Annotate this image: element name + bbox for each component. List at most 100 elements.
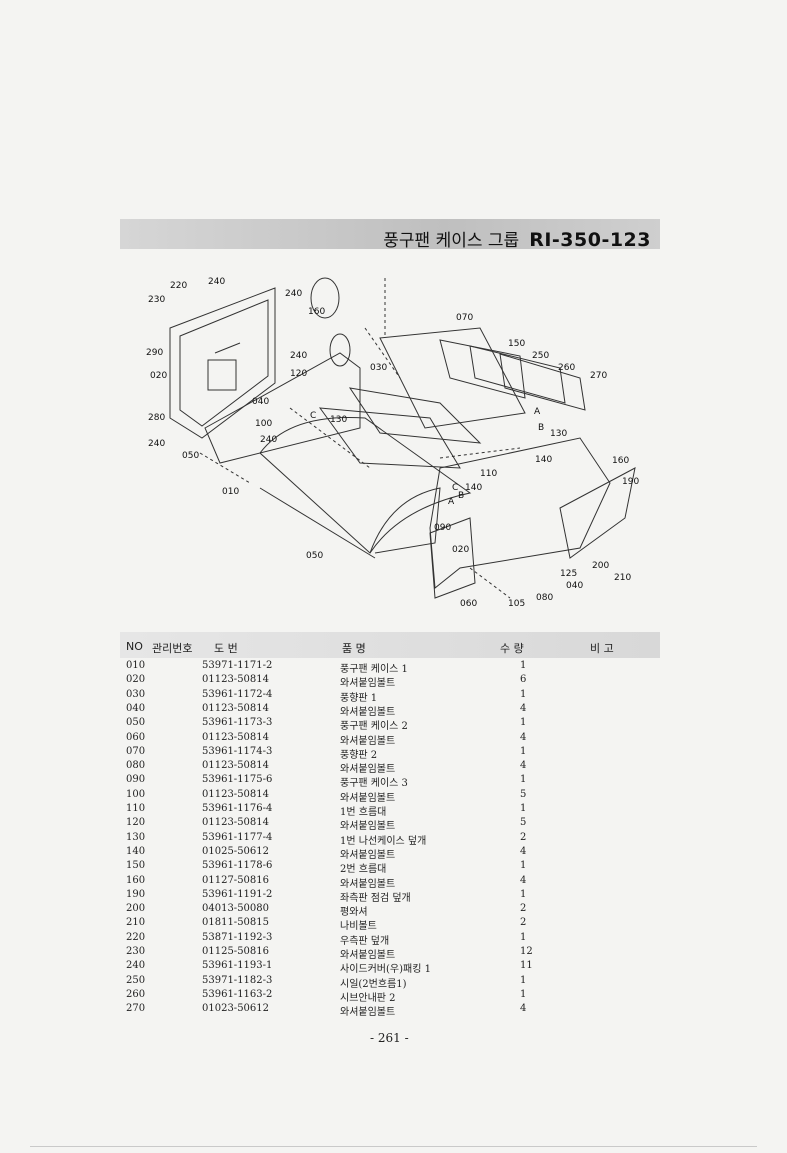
- cell-no: 190: [126, 888, 146, 900]
- cell-qty: 12: [520, 946, 533, 957]
- cell-name: 와셔붙임볼트: [340, 706, 396, 718]
- cell-qty: 1: [520, 888, 527, 900]
- cell-no: 150: [126, 860, 146, 872]
- side-cover-panel: [169, 287, 276, 439]
- callout-label: 210: [614, 573, 631, 583]
- table-row: 060 01123-50814 와셔붙임볼트 4: [0, 731, 787, 747]
- pulley-ring: [310, 277, 340, 319]
- callout-label: C: [310, 411, 316, 421]
- cell-name: 와셔붙임볼트: [340, 821, 396, 833]
- cell-no: 020: [126, 674, 146, 686]
- cell-no: 070: [126, 745, 146, 757]
- spiral-cover: [348, 387, 482, 444]
- group-title: 풍구팬 케이스 그룹: [383, 231, 520, 251]
- cell-name: 풍구팬 케이스 2: [340, 721, 408, 733]
- cell-qty: 6: [520, 674, 527, 686]
- callout-label: 110: [480, 469, 497, 479]
- cell-name: 나비볼트: [340, 921, 377, 933]
- left-inspection-cover: [559, 467, 636, 559]
- callout-label: 240: [148, 439, 165, 449]
- header-no: NO: [126, 640, 143, 653]
- cell-no: 060: [126, 731, 146, 743]
- cell-drawing: 53961-1193-1: [202, 960, 273, 972]
- cell-no: 010: [126, 660, 146, 671]
- cell-no: 220: [126, 931, 146, 943]
- header-bar: [120, 219, 660, 249]
- cell-drawing: 01811-50815: [202, 917, 270, 929]
- callout-label: 240: [208, 277, 225, 287]
- side-cover-gasket: [179, 299, 269, 427]
- page-number: - 261 -: [370, 1031, 409, 1045]
- callout-label: 140: [535, 455, 552, 465]
- table-header-bar: [120, 632, 660, 658]
- cell-name: 우측판 덮개: [340, 935, 390, 947]
- callout-label: 270: [590, 371, 607, 381]
- table-row: 010 53971-1171-2 풍구팬 케이스 1 1: [0, 660, 787, 675]
- cell-drawing: 53971-1171-2: [202, 660, 273, 671]
- cell-name: 시브안내판 2: [340, 992, 396, 1004]
- cell-qty: 4: [520, 845, 527, 857]
- header-mgmt: 관리번호: [152, 642, 193, 655]
- cell-drawing: 53961-1173-3: [202, 717, 273, 729]
- cell-drawing: 53961-1163-2: [202, 988, 273, 1000]
- cell-name: 와셔붙임볼트: [340, 849, 396, 861]
- callout-label: 125: [560, 569, 577, 579]
- cell-drawing: 01123-50814: [202, 760, 270, 772]
- callout-label: 010: [222, 487, 239, 497]
- cell-drawing: 04013-50080: [202, 903, 270, 915]
- cell-no: 230: [126, 946, 146, 957]
- cell-name: 풍향판 1: [340, 692, 378, 704]
- cell-name: 와셔붙임볼트: [340, 878, 396, 890]
- cell-drawing: 53961-1177-4: [202, 831, 273, 843]
- callout-label: 090: [434, 523, 451, 533]
- callout-label: 290: [146, 348, 163, 358]
- header-drawing: 도 번: [214, 642, 238, 655]
- cell-no: 270: [126, 1003, 146, 1015]
- cell-qty: 4: [520, 874, 527, 886]
- cell-drawing: 53871-1192-3: [202, 931, 273, 943]
- cell-drawing: 01123-50814: [202, 731, 270, 743]
- callout-label: 150: [508, 339, 525, 349]
- cell-qty: 1: [520, 803, 527, 814]
- cell-qty: 1: [520, 988, 527, 1000]
- header-name: 품 명: [342, 642, 366, 655]
- cell-name: 와셔붙임볼트: [340, 764, 396, 776]
- callout-label: 050: [182, 451, 199, 461]
- cell-drawing: 01023-50612: [202, 1003, 270, 1015]
- cell-qty: 1: [520, 660, 527, 671]
- cell-no: 240: [126, 960, 146, 972]
- callout-label: 280: [148, 413, 165, 423]
- cell-drawing: 53971-1182-3: [202, 974, 273, 986]
- cell-name: 와셔붙임볼트: [340, 1007, 396, 1019]
- callout-label: 260: [558, 363, 575, 373]
- callout-label: B: [538, 423, 544, 433]
- cell-name: 풍구팬 케이스 1: [340, 664, 408, 675]
- callout-label: 130: [330, 415, 347, 425]
- cell-no: 130: [126, 831, 146, 843]
- cell-qty: 4: [520, 731, 527, 743]
- cell-qty: 1: [520, 717, 527, 729]
- callout-label: 120: [290, 369, 307, 379]
- cell-name: 사이드커버(우)패킹 1: [340, 964, 431, 976]
- cell-no: 140: [126, 845, 146, 857]
- callout-label: 190: [622, 477, 639, 487]
- cell-name: 와셔붙임볼트: [340, 735, 396, 747]
- cell-drawing: 53961-1174-3: [202, 745, 273, 757]
- fan-case-1: [259, 416, 472, 554]
- cell-qty: 1: [520, 745, 527, 757]
